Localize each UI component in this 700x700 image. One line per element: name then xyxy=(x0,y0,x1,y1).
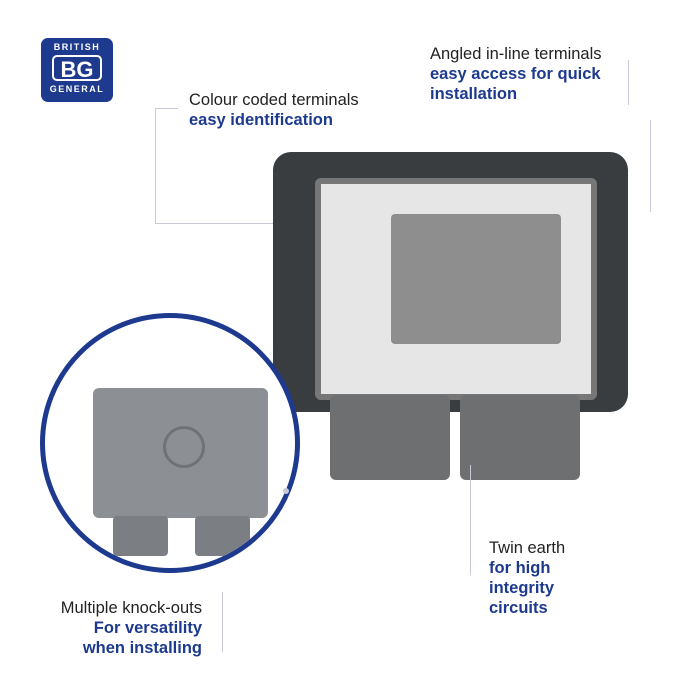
callout-detail: For versatility xyxy=(93,619,202,637)
knockouts-inset-image xyxy=(40,313,300,573)
callout-knockouts: Multiple knock-outs For versatility when… xyxy=(30,598,202,658)
callout-angled-terminals: Angled in-line terminals easy access for… xyxy=(430,44,602,104)
callout-detail: easy identification xyxy=(189,111,333,129)
callout-line xyxy=(155,223,325,224)
weatherproof-socket-image xyxy=(273,152,628,412)
callout-colour-terminals: Colour coded terminals easy identificati… xyxy=(189,90,359,130)
logo-mid: BG xyxy=(52,55,102,82)
callout-line xyxy=(470,465,471,575)
callout-line xyxy=(155,108,178,224)
callout-title: Twin earth xyxy=(489,539,566,557)
callout-detail: easy access for quick xyxy=(430,65,601,83)
socket-feet xyxy=(330,395,585,480)
callout-detail: for high xyxy=(489,559,551,577)
callout-dot xyxy=(283,488,289,494)
callout-line xyxy=(222,592,223,652)
british-general-logo: BRITISH BG GENERAL xyxy=(41,38,113,102)
callout-line xyxy=(650,120,651,212)
logo-top: BRITISH xyxy=(53,42,101,52)
callout-twin-earth: Twin earth for high integrity circuits xyxy=(489,538,565,618)
callout-title: Colour coded terminals xyxy=(189,91,359,109)
callout-title: Multiple knock-outs xyxy=(60,599,202,617)
callout-detail: installation xyxy=(430,85,518,103)
callout-line xyxy=(628,60,629,105)
callout-detail: integrity xyxy=(489,579,555,597)
logo-bottom: GENERAL xyxy=(49,84,105,94)
callout-detail: circuits xyxy=(489,599,548,617)
callout-title: Angled in-line terminals xyxy=(430,45,602,63)
callout-detail: when installing xyxy=(82,639,202,657)
